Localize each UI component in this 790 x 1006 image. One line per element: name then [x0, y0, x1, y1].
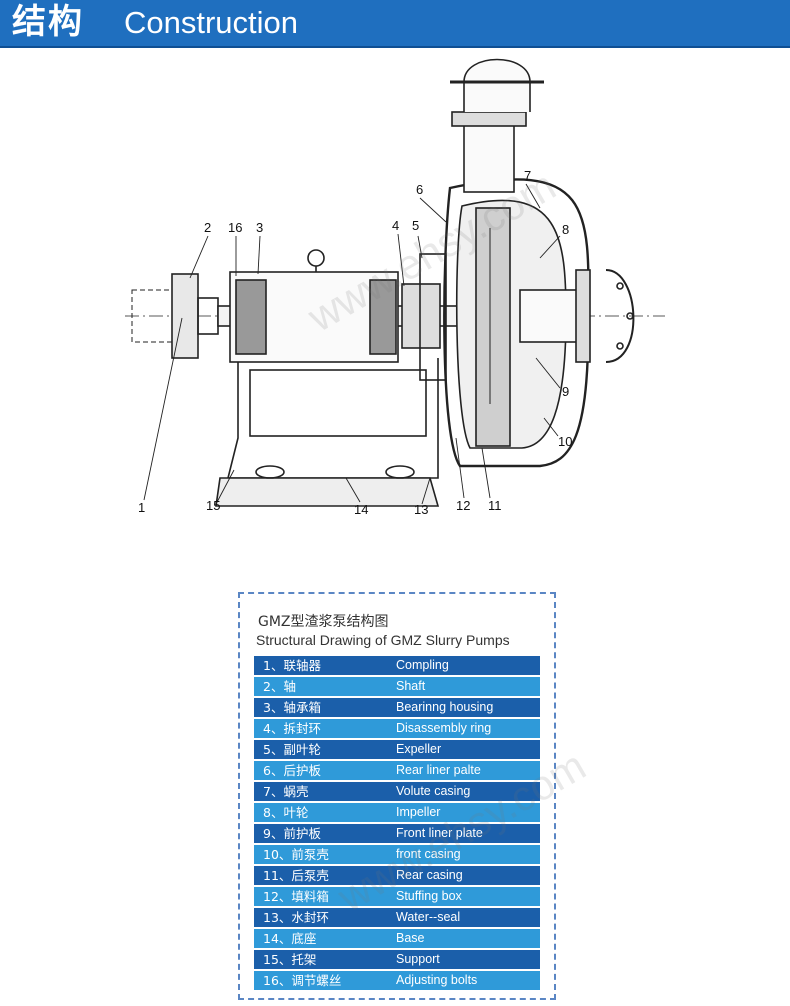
part-name-en: Base: [396, 931, 425, 945]
parts-row: 10、前泵壳 front casing: [254, 845, 540, 864]
callout-9: 9: [562, 384, 569, 399]
part-name-cn: 3、轴承箱: [263, 700, 321, 715]
part-name-cn: 7、蜗壳: [263, 784, 309, 799]
parts-row: 8、叶轮 Impeller: [254, 803, 540, 822]
part-name-cn: 13、水封环: [263, 910, 329, 925]
callout-1: 1: [138, 500, 145, 515]
header-title-cn: 结构: [12, 2, 84, 42]
part-name-cn: 6、后护板: [263, 763, 321, 778]
parts-row: 15、托架 Support: [254, 950, 540, 969]
parts-row: 5、副叶轮 Expeller: [254, 740, 540, 759]
part-name-en: Rear liner palte: [396, 763, 481, 777]
parts-row: 12、填料箱 Stuffing box: [254, 887, 540, 906]
part-name-cn: 8、叶轮: [263, 805, 309, 820]
part-name-cn: 1、联轴器: [263, 658, 321, 673]
part-name-cn: 2、轴: [263, 679, 296, 694]
parts-row: 7、蜗壳 Volute casing: [254, 782, 540, 801]
part-name-en: Support: [396, 952, 440, 966]
part-name-en: Bearinng housing: [396, 700, 494, 714]
header-title-en: Construction: [124, 5, 299, 40]
part-name-en: Shaft: [396, 679, 426, 693]
parts-legend-panel: GMZ型渣浆泵结构图 Structural Drawing of GMZ Slu…: [238, 592, 556, 1000]
parts-row: 2、轴 Shaft: [254, 677, 540, 696]
callout-8: 8: [562, 222, 569, 237]
part-name-cn: 10、前泵壳: [263, 847, 329, 862]
callout-10: 10: [558, 434, 572, 449]
callout-12: 12: [456, 498, 470, 513]
header-bar: 结构 Construction: [0, 0, 790, 48]
callout-3: 3: [256, 220, 263, 235]
part-name-en: Impeller: [396, 805, 441, 819]
callout-4: 4: [392, 218, 399, 233]
callout-5: 5: [412, 218, 419, 233]
callout-7: 7: [524, 168, 531, 183]
part-name-en: Volute casing: [396, 784, 471, 798]
part-name-en: front casing: [396, 847, 461, 861]
part-name-en: Front liner plate: [396, 826, 483, 840]
part-name-cn: 9、前护板: [263, 826, 321, 841]
part-name-en: Expeller: [396, 742, 442, 756]
parts-row: 9、前护板 Front liner plate: [254, 824, 540, 843]
part-name-cn: 14、底座: [263, 931, 317, 946]
pump-construction-drawing: 1 2 16 3 4 5 6 7 8 9 10 11 12 13 14 15: [125, 58, 665, 517]
parts-row: 11、后泵壳 Rear casing: [254, 866, 540, 885]
parts-row: 14、底座 Base: [254, 929, 540, 948]
callout-16: 16: [228, 220, 242, 235]
part-name-en: Compling: [396, 658, 449, 672]
legend-title-en: Structural Drawing of GMZ Slurry Pumps: [256, 632, 510, 648]
part-name-cn: 12、填料箱: [263, 889, 329, 904]
callout-15: 15: [206, 498, 220, 513]
parts-row: 16、调节螺丝 Adjusting bolts: [254, 971, 540, 990]
part-name-cn: 11、后泵壳: [263, 868, 329, 883]
part-name-en: Disassembly ring: [396, 721, 492, 735]
parts-list: 1、联轴器 Compling 2、轴 Shaft 3、轴承箱 Bearinng hou…: [254, 656, 540, 992]
callout-11: 11: [488, 498, 502, 513]
callout-2: 2: [204, 220, 211, 235]
part-name-en: Adjusting bolts: [396, 973, 478, 987]
part-name-cn: 5、副叶轮: [263, 742, 321, 757]
parts-row: 4、拆封环 Disassembly ring: [254, 719, 540, 738]
legend-title-cn: GMZ型渣浆泵结构图: [258, 614, 389, 630]
callout-13: 13: [414, 502, 428, 517]
parts-row: 6、后护板 Rear liner palte: [254, 761, 540, 780]
callout-14: 14: [354, 502, 368, 517]
part-name-en: Water--seal: [396, 910, 461, 924]
part-name-cn: 15、托架: [263, 952, 317, 967]
part-name-cn: 4、拆封环: [263, 721, 321, 736]
callout-6: 6: [416, 182, 423, 197]
parts-row: 3、轴承箱 Bearinng housing: [254, 698, 540, 717]
part-name-en: Stuffing box: [396, 889, 462, 903]
part-name-en: Rear casing: [396, 868, 463, 882]
parts-row: 1、联轴器 Compling: [254, 656, 540, 675]
part-name-cn: 16、调节螺丝: [263, 973, 342, 988]
parts-row: 13、水封环 Water--seal: [254, 908, 540, 927]
